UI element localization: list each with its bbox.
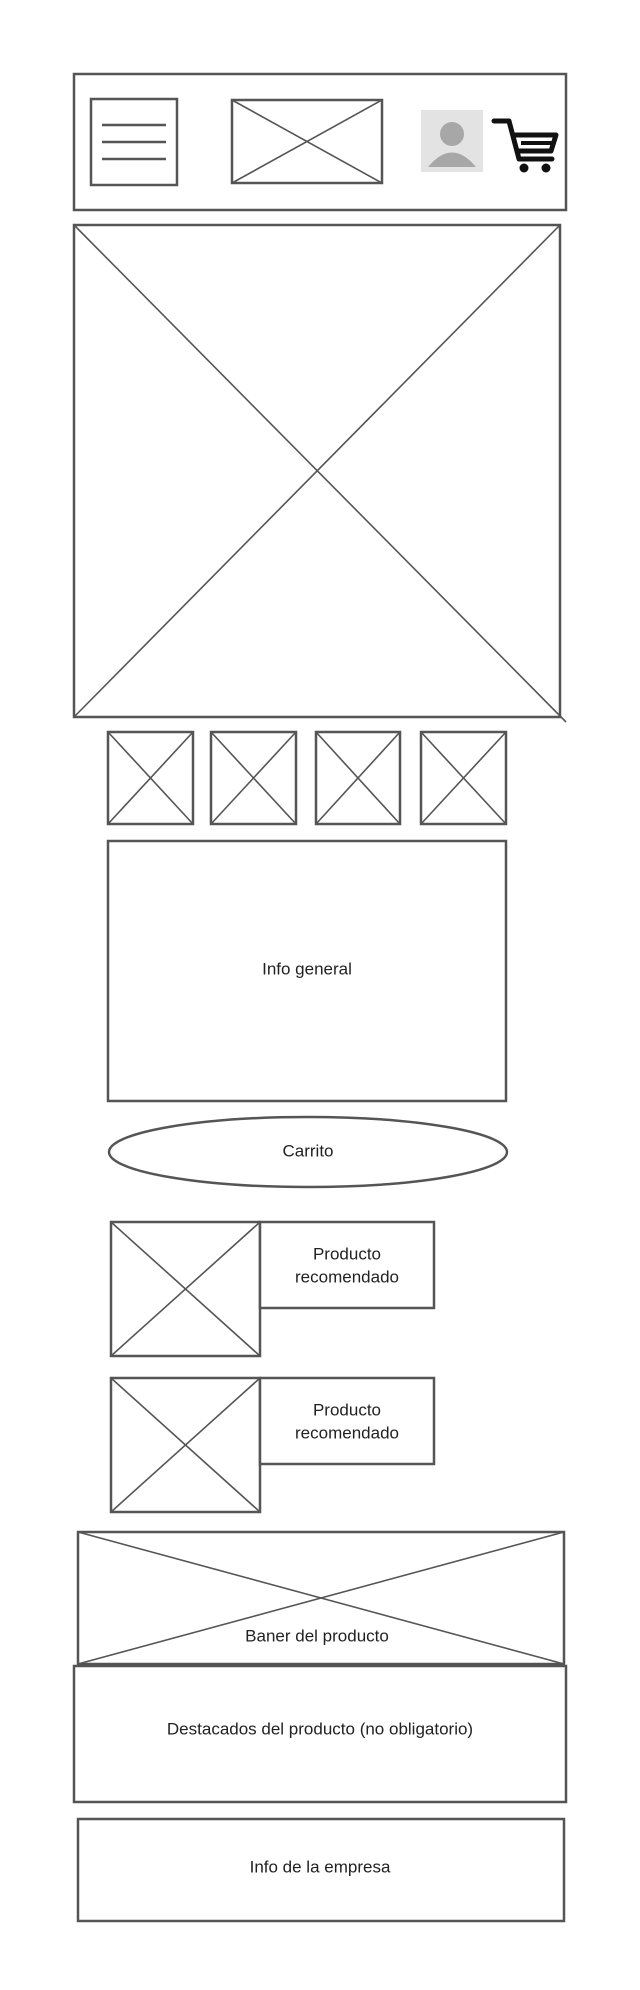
header-bar — [72, 72, 568, 212]
company-info-label: Info de la empresa — [250, 1857, 391, 1876]
recommended-product-2[interactable]: Producto recomendado — [109, 1376, 436, 1514]
cart-button[interactable]: Carrito — [107, 1115, 509, 1189]
recommended-product-label: Producto — [313, 1400, 381, 1419]
thumbnail-3[interactable] — [314, 730, 402, 826]
cart-button-label: Carrito — [282, 1141, 333, 1160]
thumbnail-4[interactable] — [419, 730, 508, 826]
thumbnail-1[interactable] — [106, 730, 195, 826]
highlights-label: Destacados del producto (no obligatorio) — [167, 1719, 473, 1738]
thumbnail-2[interactable] — [209, 730, 298, 826]
recommended-product-1[interactable]: Producto recomendado — [109, 1220, 436, 1358]
recommended-product-label: recomendado — [295, 1423, 399, 1442]
product-banner: Baner del producto — [76, 1530, 566, 1666]
info-general-section: Info general — [106, 839, 508, 1103]
shopping-cart-icon[interactable] — [491, 118, 559, 173]
main-product-image — [72, 223, 567, 723]
product-highlights-section: Destacados del producto (no obligatorio) — [72, 1664, 568, 1804]
hamburger-menu-icon[interactable] — [89, 97, 179, 187]
recommended-product-label: recomendado — [295, 1267, 399, 1286]
info-general-label: Info general — [262, 959, 352, 978]
logo-image-placeholder[interactable] — [230, 98, 384, 185]
recommended-product-label-box — [258, 1376, 436, 1466]
user-avatar-icon[interactable] — [421, 110, 483, 172]
recommended-product-label: Producto — [313, 1244, 381, 1263]
recommended-product-label-box — [258, 1220, 436, 1310]
banner-label: Baner del producto — [245, 1626, 389, 1645]
company-info-section: Info de la empresa — [76, 1817, 566, 1923]
